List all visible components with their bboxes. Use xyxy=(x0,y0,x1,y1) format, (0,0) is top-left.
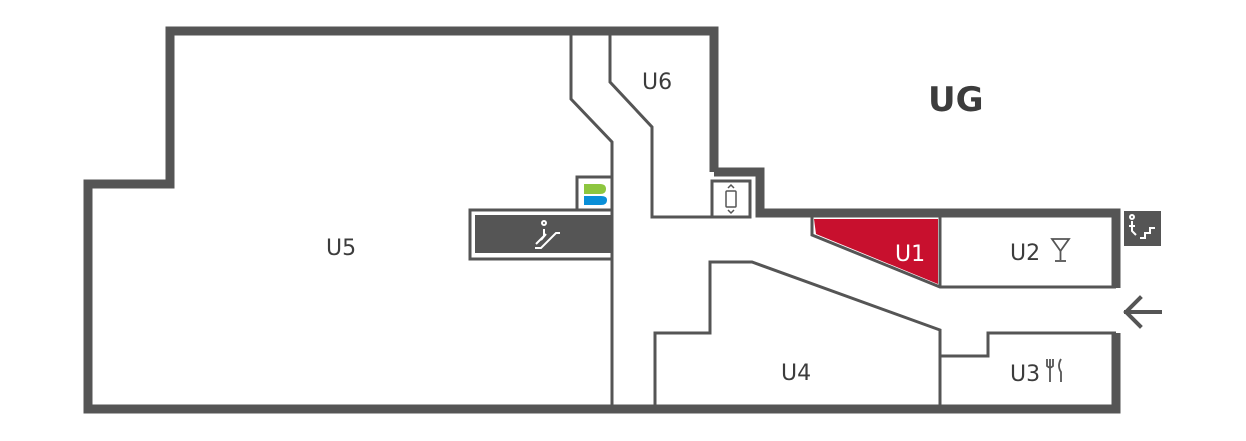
stairs[interactable] xyxy=(1124,211,1161,246)
floor-label: UG xyxy=(928,80,984,120)
escalator[interactable] xyxy=(468,208,614,261)
entrance-arrow-icon xyxy=(1123,295,1162,329)
cocktail-glass-icon xyxy=(1050,238,1071,262)
unit-label-u5[interactable]: U5 xyxy=(326,236,356,261)
b-logo-icon xyxy=(575,175,614,212)
escalator-icon xyxy=(535,220,560,249)
elevator-icon xyxy=(725,183,737,215)
unit-label-u2[interactable]: U2 xyxy=(1010,241,1040,266)
cutlery-icon xyxy=(1046,358,1062,382)
elevator[interactable] xyxy=(710,179,752,219)
interior-walls xyxy=(569,31,1116,409)
unit-label-u3[interactable]: U3 xyxy=(1010,362,1040,387)
building-outline xyxy=(83,26,1121,414)
unit-u1-area[interactable] xyxy=(814,219,938,284)
unit-label-u6[interactable]: U6 xyxy=(642,70,672,95)
stairs-icon xyxy=(1129,214,1155,239)
unit-label-u4[interactable]: U4 xyxy=(781,361,811,386)
unit-label-u1[interactable]: U1 xyxy=(895,242,925,267)
